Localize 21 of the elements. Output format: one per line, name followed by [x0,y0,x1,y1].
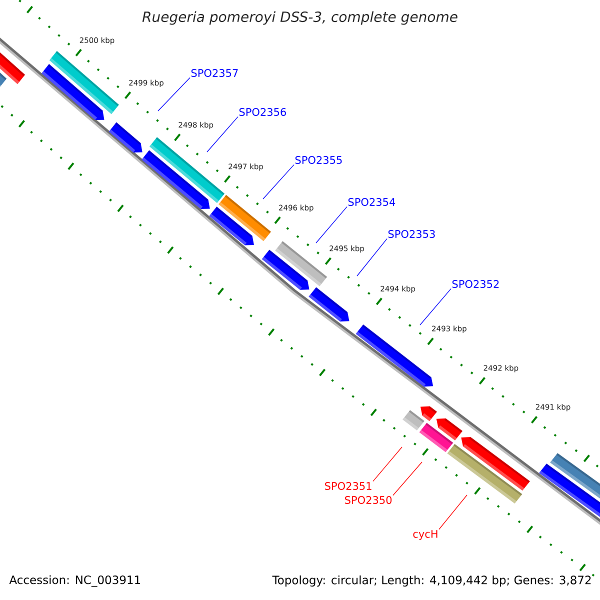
gene-label: SPO2350 [345,496,392,504]
leader-line [392,462,422,496]
accession-text: Accession: NC_003911 [9,575,140,587]
gene-label: SPO2354 [348,198,396,206]
title: Ruegeria pomeroyi DSS-3, complete genome [142,11,458,25]
genome-info-text: Topology: circular; Length: 4,109,442 bp; Genes: 3,872 [272,575,591,587]
gene-label: cycH [413,530,438,540]
gene-label: SPO2355 [295,156,342,164]
leader-line [420,288,452,326]
gene-label: SPO2353 [388,230,435,238]
gene-label: SPO2356 [239,108,286,116]
leader-line [316,206,348,244]
leader-line [372,446,402,482]
leader-line [356,238,388,276]
leader-line [438,494,468,530]
leader-line [158,77,190,112]
leader-line [206,116,238,152]
gene-label: SPO2357 [191,69,238,77]
gene-label: SPO2352 [452,280,499,288]
leader-line [262,164,294,200]
gene-label: SPO2351 [325,482,372,490]
